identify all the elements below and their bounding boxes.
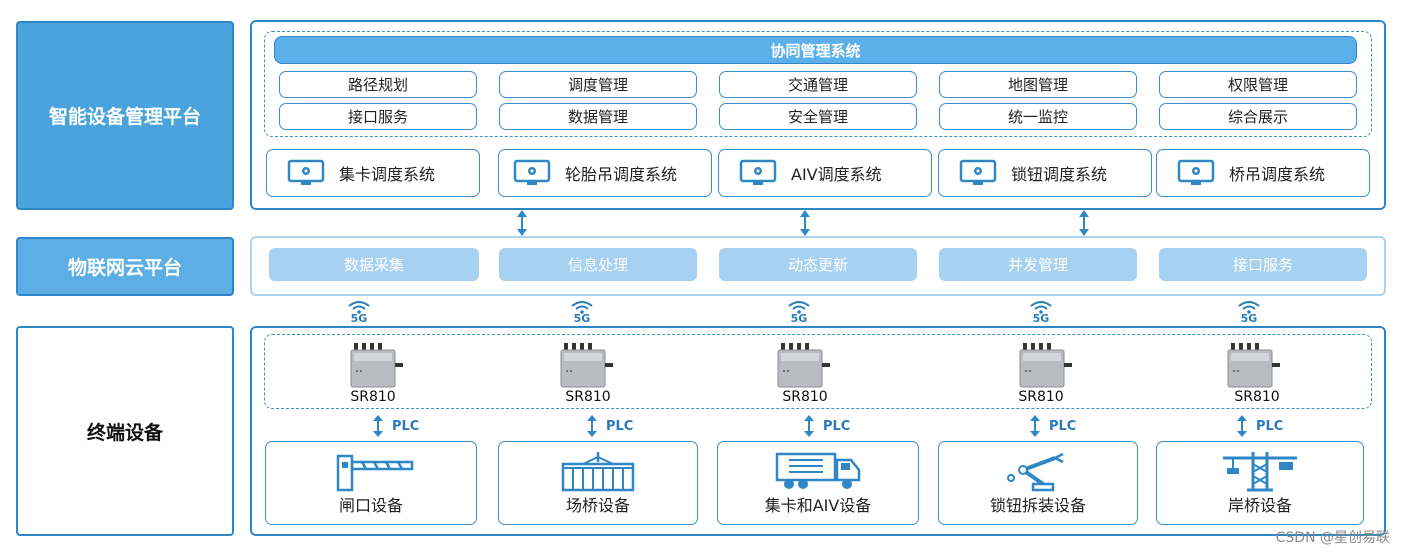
bidirectional-arrow-icon [1030,415,1040,437]
router-model-label: SR810 [1018,389,1064,405]
network-label: 5G [790,312,808,325]
network-label: 5G [573,312,591,325]
plc-label: PLC [1256,418,1284,434]
coordination-title-bar: 协同管理系统 [274,36,1357,64]
iot-data-collection: 数据采集 [269,248,479,281]
plc-link: PLC [586,415,633,437]
router-icon [560,343,613,388]
system-quay-crane-dispatch: 桥吊调度系统 [1156,149,1370,197]
system-label: AIV调度系统 [791,165,882,184]
system-rtg-dispatch: 轮胎吊调度系统 [498,149,712,197]
monitor-icon [739,159,777,185]
module-interface-service: 接口服务 [279,103,477,130]
plc-label: PLC [823,418,851,434]
wifi-signal-icon [571,301,593,314]
equipment-twistlock: 锁钮拆装设备 [938,441,1138,525]
module-dispatch-management: 调度管理 [499,71,697,98]
system-label: 桥吊调度系统 [1229,165,1326,184]
module-security-management: 安全管理 [719,103,917,130]
plc-label: PLC [606,418,634,434]
watermark: CSDN @星创易联 [1275,530,1390,546]
system-twistlock-dispatch: 锁钮调度系统 [938,149,1152,197]
module-map-management: 地图管理 [939,71,1137,98]
yard-crane-icon [561,452,635,492]
network-label: 5G [350,312,368,325]
plc-label: PLC [1049,418,1077,434]
router-model-label: SR810 [350,389,396,405]
plc-label: PLC [392,418,420,434]
wifi-signal-icon [348,301,370,314]
wireless-5g: 5G [1025,299,1057,325]
plc-link: PLC [803,415,850,437]
wireless-5g: 5G [1233,299,1265,325]
module-comprehensive-display: 综合展示 [1159,103,1357,130]
router-icon [777,343,830,388]
network-label: 5G [1240,312,1258,325]
bidirectional-arrow-icon [804,415,814,437]
system-label: 轮胎吊调度系统 [565,165,678,184]
bidirectional-arrow-icon [1237,415,1247,437]
wifi-signal-icon [1238,301,1260,314]
plc-link: PLC [1029,415,1076,437]
wireless-5g: 5G [783,299,815,325]
monitor-icon [959,159,997,185]
wifi-signal-icon [788,301,810,314]
bidirectional-arrow-icon [800,210,810,236]
iot-information-processing: 信息处理 [499,248,697,281]
iot-interface-service: 接口服务 [1159,248,1367,281]
bidirectional-arrow-icon [373,415,383,437]
plc-link: PLC [372,415,419,437]
quay-crane-icon [1223,452,1297,492]
equipment-quay-crane: 岸桥设备 [1156,441,1364,525]
plc-link: PLC [1236,415,1283,437]
monitor-icon [1177,159,1215,185]
system-label: 锁钮调度系统 [1011,165,1108,184]
router-icon [1227,343,1280,388]
equipment-label: 锁钮拆装设备 [989,496,1086,515]
gate-barrier-icon [336,454,414,492]
module-permission-management: 权限管理 [1159,71,1357,98]
system-label: 集卡调度系统 [339,165,436,184]
equipment-yard-crane: 场桥设备 [498,441,698,525]
router-group [264,334,1372,409]
module-traffic-management: 交通管理 [719,71,917,98]
bidirectional-arrow-icon [1079,210,1089,236]
iot-concurrency-management: 并发管理 [939,248,1137,281]
router-model-label: SR810 [565,389,611,405]
monitor-icon [287,159,325,185]
module-unified-monitoring: 统一监控 [939,103,1137,130]
robot-arm-icon [1007,452,1064,492]
equipment-label: 闸口设备 [338,496,403,515]
equipment-label: 场桥设备 [565,496,630,515]
equipment-gate: 闸口设备 [265,441,477,525]
network-label: 5G [1032,312,1050,325]
router-icon [350,343,403,388]
layer-iot-cloud-platform: 物联网云平台 [16,237,234,296]
bidirectional-arrow-icon [517,210,527,236]
router-model-label: SR810 [1234,389,1280,405]
module-data-management: 数据管理 [499,103,697,130]
router-icon [1019,343,1072,388]
equipment-truck-aiv: 集卡和AIV设备 [717,441,919,525]
system-aiv-dispatch: AIV调度系统 [718,149,932,197]
monitor-icon [513,159,551,185]
wireless-5g: 5G [566,299,598,325]
layer-smart-device-platform: 智能设备管理平台 [16,21,234,210]
coordination-group [264,31,1372,137]
wifi-signal-icon [1030,301,1052,314]
wireless-5g: 5G [343,299,375,325]
layer-terminal-devices: 终端设备 [16,326,234,536]
equipment-label: 集卡和AIV设备 [764,496,872,515]
equipment-label: 岸桥设备 [1227,496,1292,515]
router-model-label: SR810 [782,389,828,405]
module-route-planning: 路径规划 [279,71,477,98]
bidirectional-arrow-icon [587,415,597,437]
truck-icon [775,452,861,489]
system-truck-dispatch: 集卡调度系统 [266,149,480,197]
iot-dynamic-update: 动态更新 [719,248,917,281]
